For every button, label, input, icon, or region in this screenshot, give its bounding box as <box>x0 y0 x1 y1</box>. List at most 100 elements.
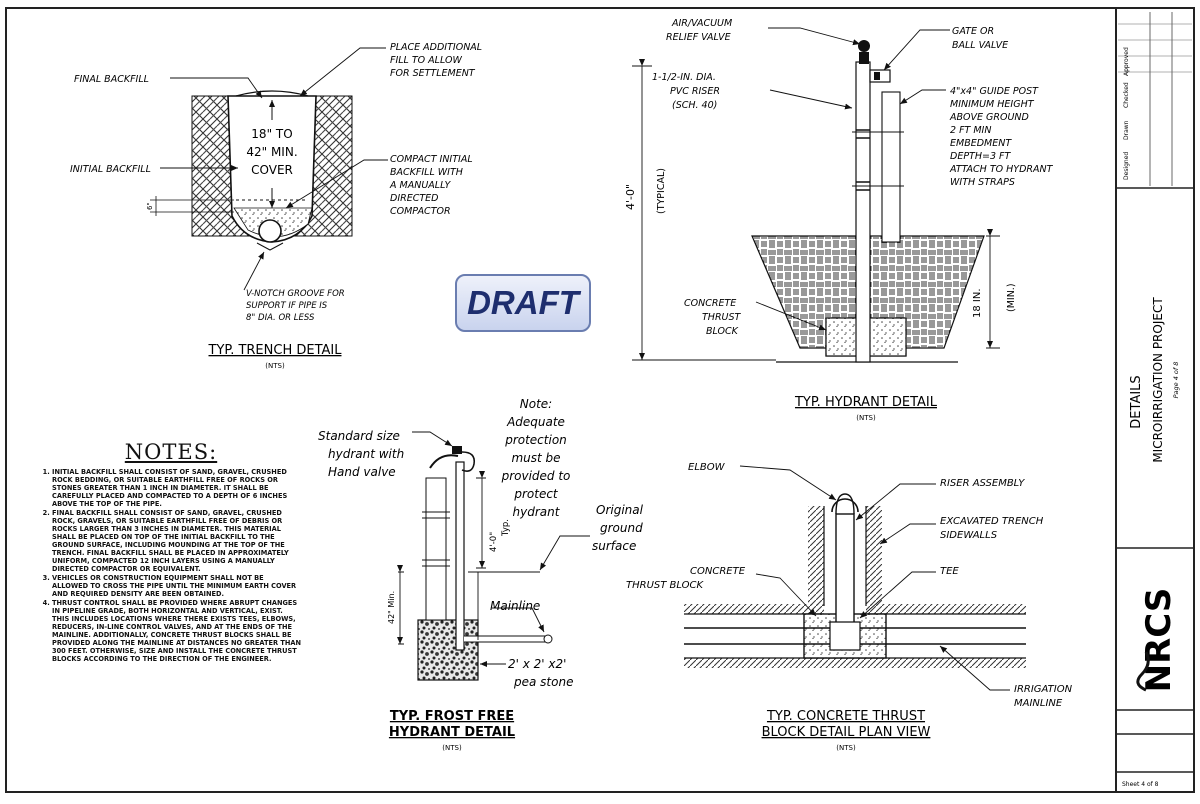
trench-detail: FINAL BACKFILL INITIAL BACKFILL PLACE AD… <box>70 42 482 370</box>
label-compact-5: COMPACTOR <box>390 206 451 217</box>
frost-hydrant-detail: Standard size hydrant with Hand valve No… <box>318 397 644 752</box>
label-hydrant-height: 4'-0" <box>624 184 637 210</box>
label-irrigation-1: IRRIGATION <box>1014 684 1073 695</box>
label-guide-post-7: ATTACH TO HYDRANT <box>949 164 1054 175</box>
note-item-2: FINAL BACKFILL SHALL CONSIST OF SAND, GR… <box>52 509 302 573</box>
notes-title: NOTES: <box>124 440 218 464</box>
label-ground-2: ground <box>600 521 643 535</box>
label-irrigation-2: MAINLINE <box>1014 698 1063 709</box>
label-tee: TEE <box>940 566 959 577</box>
label-guide-post-2: MINIMUM HEIGHT <box>950 99 1035 110</box>
label-cover-2: 42" MIN. <box>246 145 297 159</box>
label-ground-3: surface <box>592 539 636 553</box>
label-vnotch-2: SUPPORT IF PIPE IS <box>246 301 328 311</box>
label-guide-post-1: 4"x4" GUIDE POST <box>950 86 1039 97</box>
label-pea-stone-2: pea stone <box>513 675 573 689</box>
sheet-border <box>5 7 1195 793</box>
label-frost-note-7: hydrant <box>513 505 561 519</box>
tb-sheet-title-2: MICROIRRIGATION PROJECT <box>1151 297 1165 463</box>
label-guide-post-5: EMBEDMENT <box>950 138 1012 149</box>
thrust-title-1: TYP. CONCRETE THRUST <box>766 709 925 724</box>
note-item-1: INITIAL BACKFILL SHALL CONSIST OF SAND, … <box>52 468 302 508</box>
label-cover-1: 18" TO <box>251 127 292 141</box>
tb-agency: NRCS <box>1139 588 1179 693</box>
label-ground-1: Original <box>596 503 644 517</box>
notes-list: INITIAL BACKFILL SHALL CONSIST OF SAND, … <box>40 468 302 663</box>
label-frost-dim-bottom: 42" Min. <box>387 591 396 624</box>
tb-page: Page 4 of 8 <box>1172 362 1180 399</box>
trench-scale: (NTS) <box>265 362 285 370</box>
frost-title-1: TYP. FROST FREE <box>390 709 514 724</box>
label-frost-note-2: Adequate <box>506 415 565 429</box>
tb-row-designed: Designed <box>1123 152 1130 180</box>
label-frost-note-3: protection <box>504 433 567 447</box>
label-frost-note-1: Note: <box>520 397 552 411</box>
label-frost-note-4: must be <box>511 451 560 465</box>
label-riser-3: (SCH. 40) <box>672 100 717 111</box>
label-std-hydrant-1: Standard size <box>318 429 400 443</box>
label-initial-backfill: INITIAL BACKFILL <box>70 164 151 175</box>
label-vnotch-1: V-NOTCH GROOVE FOR <box>246 289 345 299</box>
notes-block: NOTES: INITIAL BACKFILL SHALL CONSIST OF… <box>40 440 302 664</box>
label-std-hydrant-3: Hand valve <box>328 465 396 479</box>
label-guide-post-4: 2 FT MIN <box>950 125 991 136</box>
label-hydrant-depth: 18 IN. <box>972 288 983 318</box>
tb-sheet-no: Sheet 4 of 8 <box>1122 781 1159 788</box>
label-place-fill-1: PLACE ADDITIONAL <box>390 42 482 53</box>
label-vnotch-3: 8" DIA. OR LESS <box>246 313 315 323</box>
label-compact-1: COMPACT INITIAL <box>390 154 473 165</box>
label-thrust-block-1: CONCRETE <box>684 298 736 309</box>
tb-row-checked: Checked <box>1123 82 1130 108</box>
tb-sheet-title-1: DETAILS <box>1129 375 1144 428</box>
label-final-backfill: FINAL BACKFILL <box>74 74 149 85</box>
label-frost-dim-top: 4'-0" <box>489 532 499 552</box>
trench-title: TYP. TRENCH DETAIL <box>208 343 343 358</box>
thrust-block-detail: ELBOW RISER ASSEMBLY EXCAVATED TRENCH SI… <box>626 462 1073 752</box>
label-block-1: CONCRETE <box>690 566 746 577</box>
label-gate-valve-2: BALL VALVE <box>952 40 1008 51</box>
note-item-4: THRUST CONTROL SHALL BE PROVIDED WHERE A… <box>52 599 302 663</box>
tb-row-drawn: Drawn <box>1123 120 1130 140</box>
note-item-3: VEHICLES OR CONSTRUCTION EQUIPMENT SHALL… <box>52 574 302 598</box>
label-compact-4: DIRECTED <box>390 193 438 204</box>
label-block-2: THRUST BLOCK <box>626 580 705 591</box>
label-place-fill-3: FOR SETTLEMENT <box>390 68 476 79</box>
label-air-valve-2: RELIEF VALVE <box>666 32 731 43</box>
label-guide-post-6: DEPTH=3 FT <box>950 151 1011 162</box>
label-thrust-block-3: BLOCK <box>706 326 739 337</box>
label-riser-assembly: RISER ASSEMBLY <box>940 478 1025 489</box>
label-air-valve-1: AIR/VACUUM <box>671 18 732 29</box>
label-sidewalls-2: SIDEWALLS <box>940 530 998 541</box>
label-std-hydrant-2: hydrant with <box>328 447 404 461</box>
thrust-title-2: BLOCK DETAIL PLAN VIEW <box>762 725 931 740</box>
hydrant-detail: AIR/VACUUM RELIEF VALVE GATE OR BALL VAL… <box>624 18 1054 422</box>
tb-row-approved: Approved <box>1123 47 1130 76</box>
label-trench-dim: 6" <box>146 202 154 210</box>
label-riser-2: PVC RISER <box>670 86 720 97</box>
label-frost-mainline: Mainline <box>490 599 540 613</box>
hydrant-scale: (NTS) <box>856 414 876 422</box>
label-frost-note-6: protect <box>513 487 559 501</box>
label-hydrant-typical: (TYPICAL) <box>656 168 667 214</box>
label-compact-2: BACKFILL WITH <box>390 167 463 178</box>
thrust-scale: (NTS) <box>836 744 856 752</box>
frost-title-2: HYDRANT DETAIL <box>389 725 515 740</box>
title-block: Designed Drawn Checked Approved DETAILS … <box>1115 8 1194 792</box>
label-elbow: ELBOW <box>688 462 726 473</box>
label-cover-3: COVER <box>251 163 293 177</box>
nrcs-logo-icon <box>1136 651 1150 692</box>
label-frost-typ: Typ. <box>501 519 511 537</box>
label-pea-stone-1: 2' x 2' x2' <box>508 657 566 671</box>
label-place-fill-2: FILL TO ALLOW <box>390 55 462 66</box>
label-hydrant-min: (MIN.) <box>1006 283 1017 312</box>
label-guide-post-3: ABOVE GROUND <box>949 112 1029 123</box>
label-thrust-block-2: THRUST <box>702 312 742 323</box>
frost-scale: (NTS) <box>442 744 462 752</box>
draft-stamp: DRAFT <box>455 274 591 332</box>
label-guide-post-8: WITH STRAPS <box>950 177 1015 188</box>
hydrant-title: TYP. HYDRANT DETAIL <box>794 395 938 410</box>
label-gate-valve-1: GATE OR <box>952 26 994 37</box>
label-frost-note-5: provided to <box>501 469 571 483</box>
